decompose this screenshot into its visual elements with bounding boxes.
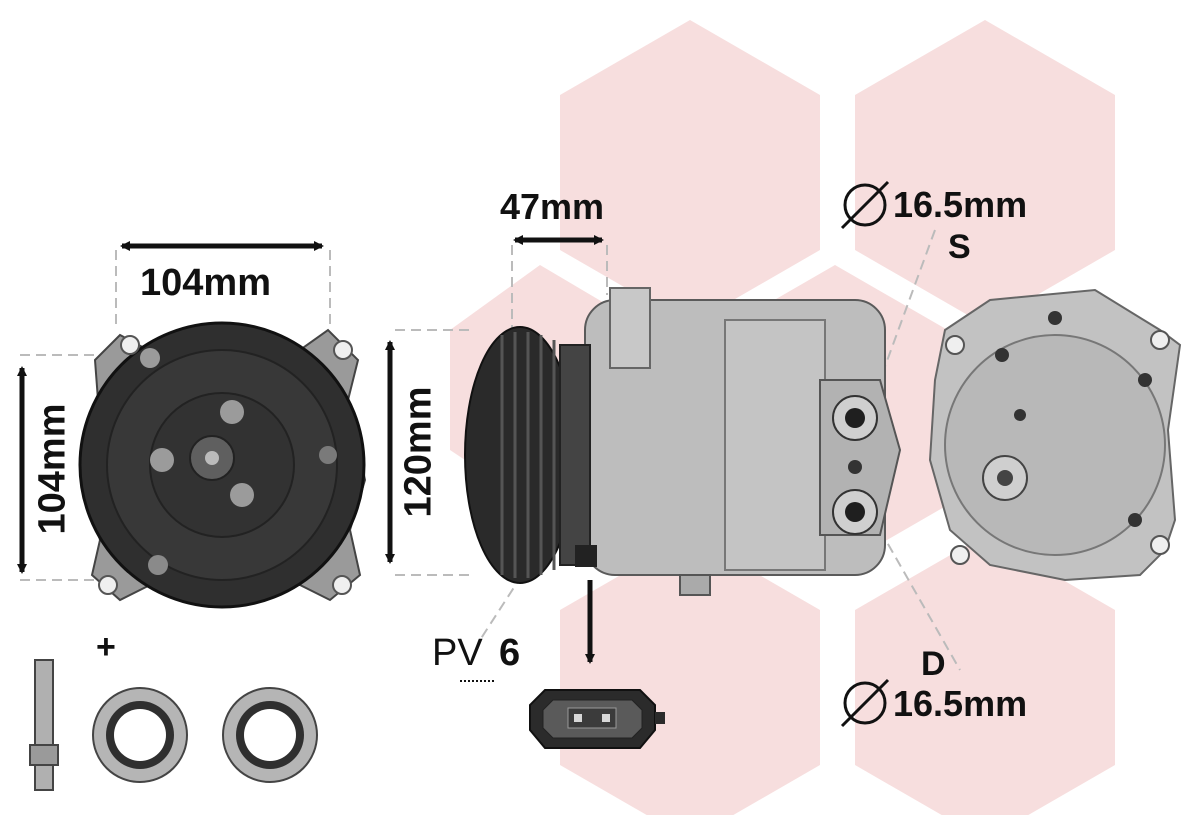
suction-port-label: S bbox=[948, 228, 971, 266]
belt-prefix-label: PV bbox=[432, 632, 483, 674]
connector-icon bbox=[529, 689, 665, 749]
extension-lines bbox=[20, 229, 961, 671]
body-height-label: 120mm bbox=[397, 386, 440, 518]
diameter-icon bbox=[840, 678, 890, 728]
discharge-port-label: D bbox=[921, 645, 946, 683]
front-width-label: 104mm bbox=[140, 262, 271, 304]
suction-diameter-label: 16.5mm bbox=[893, 184, 1028, 225]
diameter-icon bbox=[840, 180, 890, 230]
front-height-label: 104mm bbox=[31, 403, 74, 535]
compressor-side-view bbox=[464, 287, 902, 596]
pulley-depth-label: 47mm bbox=[500, 186, 605, 227]
compressor-rear-view bbox=[928, 288, 1182, 582]
dimension-arrows bbox=[17, 235, 604, 664]
belt-ribs-label: 6 bbox=[499, 632, 521, 674]
discharge-diameter-label: 16.5mm bbox=[893, 683, 1028, 724]
accessories-plus-label: + bbox=[96, 628, 116, 666]
clutch-front-view bbox=[78, 321, 367, 609]
accessory-parts bbox=[29, 659, 318, 791]
